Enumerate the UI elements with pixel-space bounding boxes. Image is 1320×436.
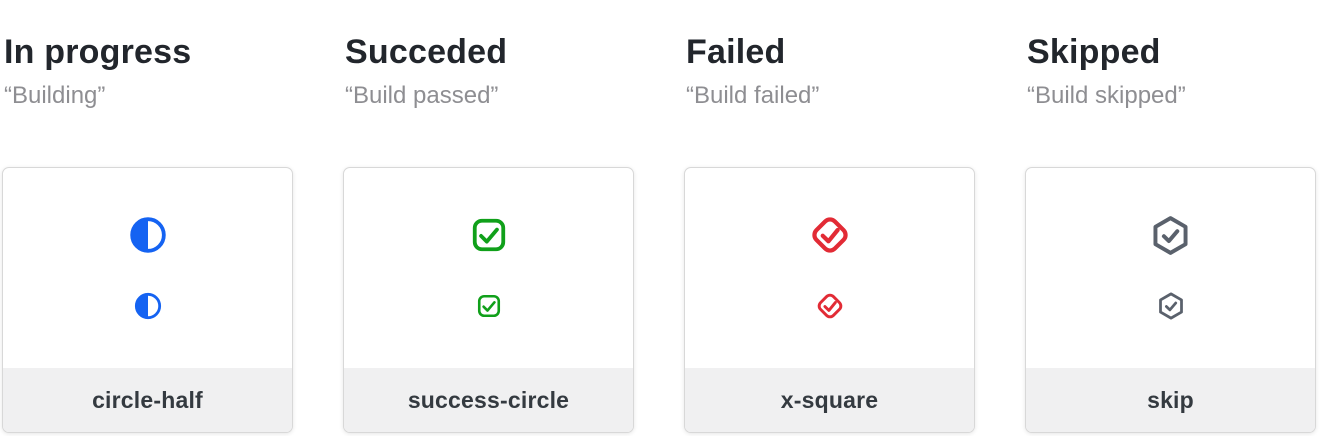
status-quote: “Build skipped” <box>1027 82 1186 109</box>
icon-card: success-circle <box>343 167 634 433</box>
status-title: Failed <box>686 33 786 71</box>
icon-name-label: success-circle <box>344 368 633 432</box>
icon-card-body <box>3 168 292 368</box>
status-column-skipped: Skipped “Build skipped” skip <box>1025 0 1316 433</box>
status-quote: “Build passed” <box>345 82 499 109</box>
check-hexagon-icon <box>1149 212 1192 258</box>
check-hexagon-icon <box>1156 289 1186 323</box>
status-title: Succeded <box>345 33 508 71</box>
icon-card: circle-half <box>2 167 293 433</box>
icon-card-body <box>1026 168 1315 368</box>
check-diamond-icon <box>814 289 846 323</box>
status-title: In progress <box>4 33 192 71</box>
status-column-failed: Failed “Build failed” x-square <box>684 0 975 433</box>
status-column-in-progress: In progress “Building” circle-half <box>2 0 293 433</box>
status-title: Skipped <box>1027 33 1161 71</box>
status-quote: “Building” <box>4 82 106 109</box>
icon-card-body <box>685 168 974 368</box>
icon-card-body <box>344 168 633 368</box>
icon-card: skip <box>1025 167 1316 433</box>
circle-half-icon <box>129 212 167 258</box>
icon-name-label: circle-half <box>3 368 292 432</box>
check-diamond-icon <box>807 212 853 258</box>
status-column-succeded: Succeded “Build passed” success-circle <box>343 0 634 433</box>
icon-name-label: skip <box>1026 368 1315 432</box>
circle-half-icon <box>134 289 162 323</box>
icon-card: x-square <box>684 167 975 433</box>
icon-name-label: x-square <box>685 368 974 432</box>
check-square-icon <box>470 212 508 258</box>
status-quote: “Build failed” <box>686 82 820 109</box>
check-square-icon <box>476 289 502 323</box>
